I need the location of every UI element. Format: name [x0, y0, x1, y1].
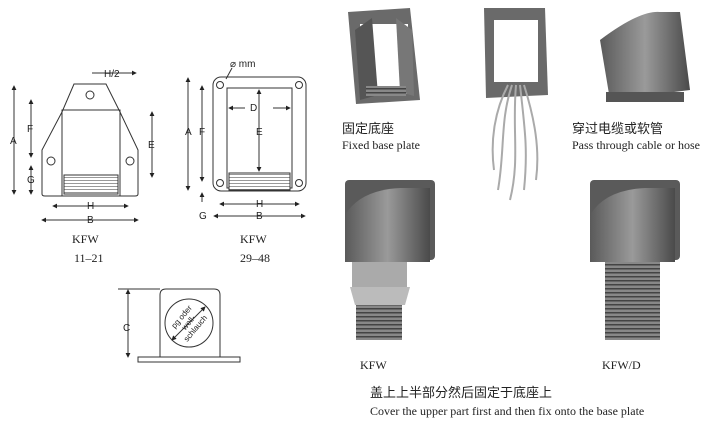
- fixed-base-caption-en: Fixed base plate: [342, 138, 420, 152]
- dim-d: D: [250, 103, 257, 114]
- dim-f: F: [27, 124, 33, 135]
- dim-a: A: [185, 127, 192, 138]
- side-view-drawing: [118, 288, 241, 363]
- dim-e: E: [256, 127, 263, 138]
- dim-c: C: [123, 323, 130, 334]
- cable-through-photo: [484, 8, 548, 201]
- kfw-photo: [345, 180, 435, 340]
- range-label: 29–48: [240, 251, 270, 265]
- fixed-base-caption-cn: 固定底座: [342, 121, 395, 136]
- dim-g: G: [199, 211, 207, 222]
- kfw-29-48-drawing: [185, 67, 307, 219]
- dim-f: F: [199, 127, 205, 138]
- dim-b: B: [87, 215, 94, 226]
- dim-h: H: [87, 201, 94, 212]
- assembly-caption-cn: 盖上上半部分然后固定于底座上: [370, 385, 553, 400]
- dim-b: B: [256, 211, 263, 222]
- housing-side-photo: [600, 11, 690, 102]
- hole-diameter-label: ⌀ mm: [230, 59, 255, 70]
- dim-h-half: H/2: [104, 69, 120, 80]
- dim-h: H: [256, 199, 263, 210]
- dim-g: G: [27, 175, 35, 186]
- cable-through-caption-en: Pass through cable or hose: [572, 138, 700, 152]
- assembly-caption-en: Cover the upper part first and then fix …: [370, 404, 645, 418]
- dim-e: E: [148, 140, 155, 151]
- range-label: 11–21: [74, 251, 104, 265]
- dim-a: A: [10, 136, 17, 147]
- model-label: KFW: [72, 232, 99, 246]
- kfw-d-label: KFW/D: [602, 358, 641, 372]
- fixed-base-plate-photo: [348, 8, 420, 104]
- kfw-d-photo: [590, 180, 680, 340]
- kfw-label: KFW: [360, 358, 387, 372]
- model-label: KFW: [240, 232, 267, 246]
- kfw-11-21-drawing: [11, 70, 155, 223]
- cable-through-caption-cn: 穿过电缆或软管: [572, 121, 664, 136]
